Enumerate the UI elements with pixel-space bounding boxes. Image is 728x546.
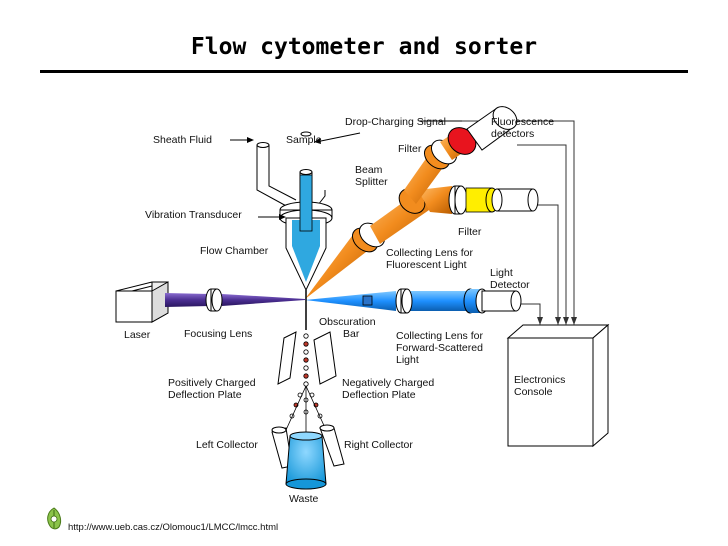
upper-fluorescence-detector	[466, 106, 518, 151]
laser-box	[115, 281, 169, 323]
left-collector-label: Left Collector	[196, 439, 258, 451]
right-collector-label: Right Collector	[344, 439, 413, 451]
focusing-lens-label: Focusing Lens	[184, 328, 253, 340]
vibration-transducer-label: Vibration Transducer	[145, 209, 242, 221]
waste-label: Waste	[289, 493, 319, 505]
left-collector	[271, 426, 293, 469]
positive-plate-label-2: Deflection Plate	[168, 389, 242, 401]
forward-beam-tube	[406, 291, 468, 311]
filter-mid-label: Filter	[458, 226, 482, 238]
sheath-fluid-tube	[256, 142, 297, 209]
electronics-console-label-1: Electronics	[514, 374, 566, 386]
sample-label: Sample	[286, 134, 322, 146]
obscuration-bar-label-1: Obscuration	[319, 316, 376, 328]
positive-plate-label-1: Positively Charged	[168, 377, 256, 389]
light-detector	[463, 288, 522, 314]
light-detector-label-1: Light	[490, 267, 513, 279]
leader-arrowheads	[247, 137, 321, 220]
filter-top-label: Filter	[398, 143, 422, 155]
laser-beam-focused	[222, 294, 305, 306]
page-title: Flow cytometer and sorter	[190, 34, 538, 60]
negative-plate-label-2: Deflection Plate	[342, 389, 416, 401]
electronics-console	[506, 323, 610, 448]
right-collector	[319, 424, 345, 467]
fluorescence-detectors-label-2: detectors	[491, 128, 535, 140]
collecting-lens-forward-label-1: Collecting Lens for	[396, 330, 483, 342]
light-detector-label-2: Detector	[490, 279, 530, 291]
beam-splitter-label-2: Splitter	[355, 176, 388, 188]
leaf-logo-icon	[47, 507, 62, 530]
waste-beaker	[285, 431, 327, 490]
collecting-lens-forward-label-3: Light	[396, 354, 419, 366]
fluorescence-beam-3	[418, 186, 452, 214]
flow-chamber-label: Flow Chamber	[200, 245, 269, 257]
positive-deflection-plate	[277, 331, 297, 385]
collecting-lens-fluorescent-label-2: Fluorescent Light	[386, 259, 467, 271]
electronics-console-label-2: Console	[514, 386, 553, 398]
laser-label: Laser	[124, 329, 151, 341]
drop-charging-signal-label: Drop-Charging Signal	[345, 116, 446, 128]
obscuration-bar	[362, 295, 373, 306]
fluorescence-detectors-label-1: Fluorescence	[491, 116, 555, 128]
obscuration-bar-label-2: Bar	[343, 328, 360, 340]
collecting-lens-forward-label-2: Forward-Scattered	[396, 342, 483, 354]
sheath-fluid-label: Sheath Fluid	[153, 134, 212, 146]
forward-scatter-beam	[305, 291, 396, 311]
flow-chamber	[279, 174, 333, 292]
signal-arrowheads	[537, 317, 577, 325]
lower-lens	[448, 185, 468, 215]
negative-plate-label-1: Negatively Charged	[342, 377, 435, 389]
focusing-lens	[205, 288, 223, 312]
title-underline	[40, 70, 688, 73]
lower-fluorescence-detector	[491, 188, 539, 212]
negative-deflection-plate	[313, 331, 337, 385]
footer-url[interactable]: http://www.ueb.cas.cz/Olomouc1/LMCC/lmcc…	[68, 522, 279, 533]
laser-beam	[165, 293, 210, 307]
beam-splitter-label-1: Beam	[355, 164, 383, 176]
fluorescence-beam	[305, 232, 366, 299]
collecting-lens-fluorescent-label-1: Collecting Lens for	[386, 247, 473, 259]
forward-collecting-lens	[395, 288, 413, 314]
